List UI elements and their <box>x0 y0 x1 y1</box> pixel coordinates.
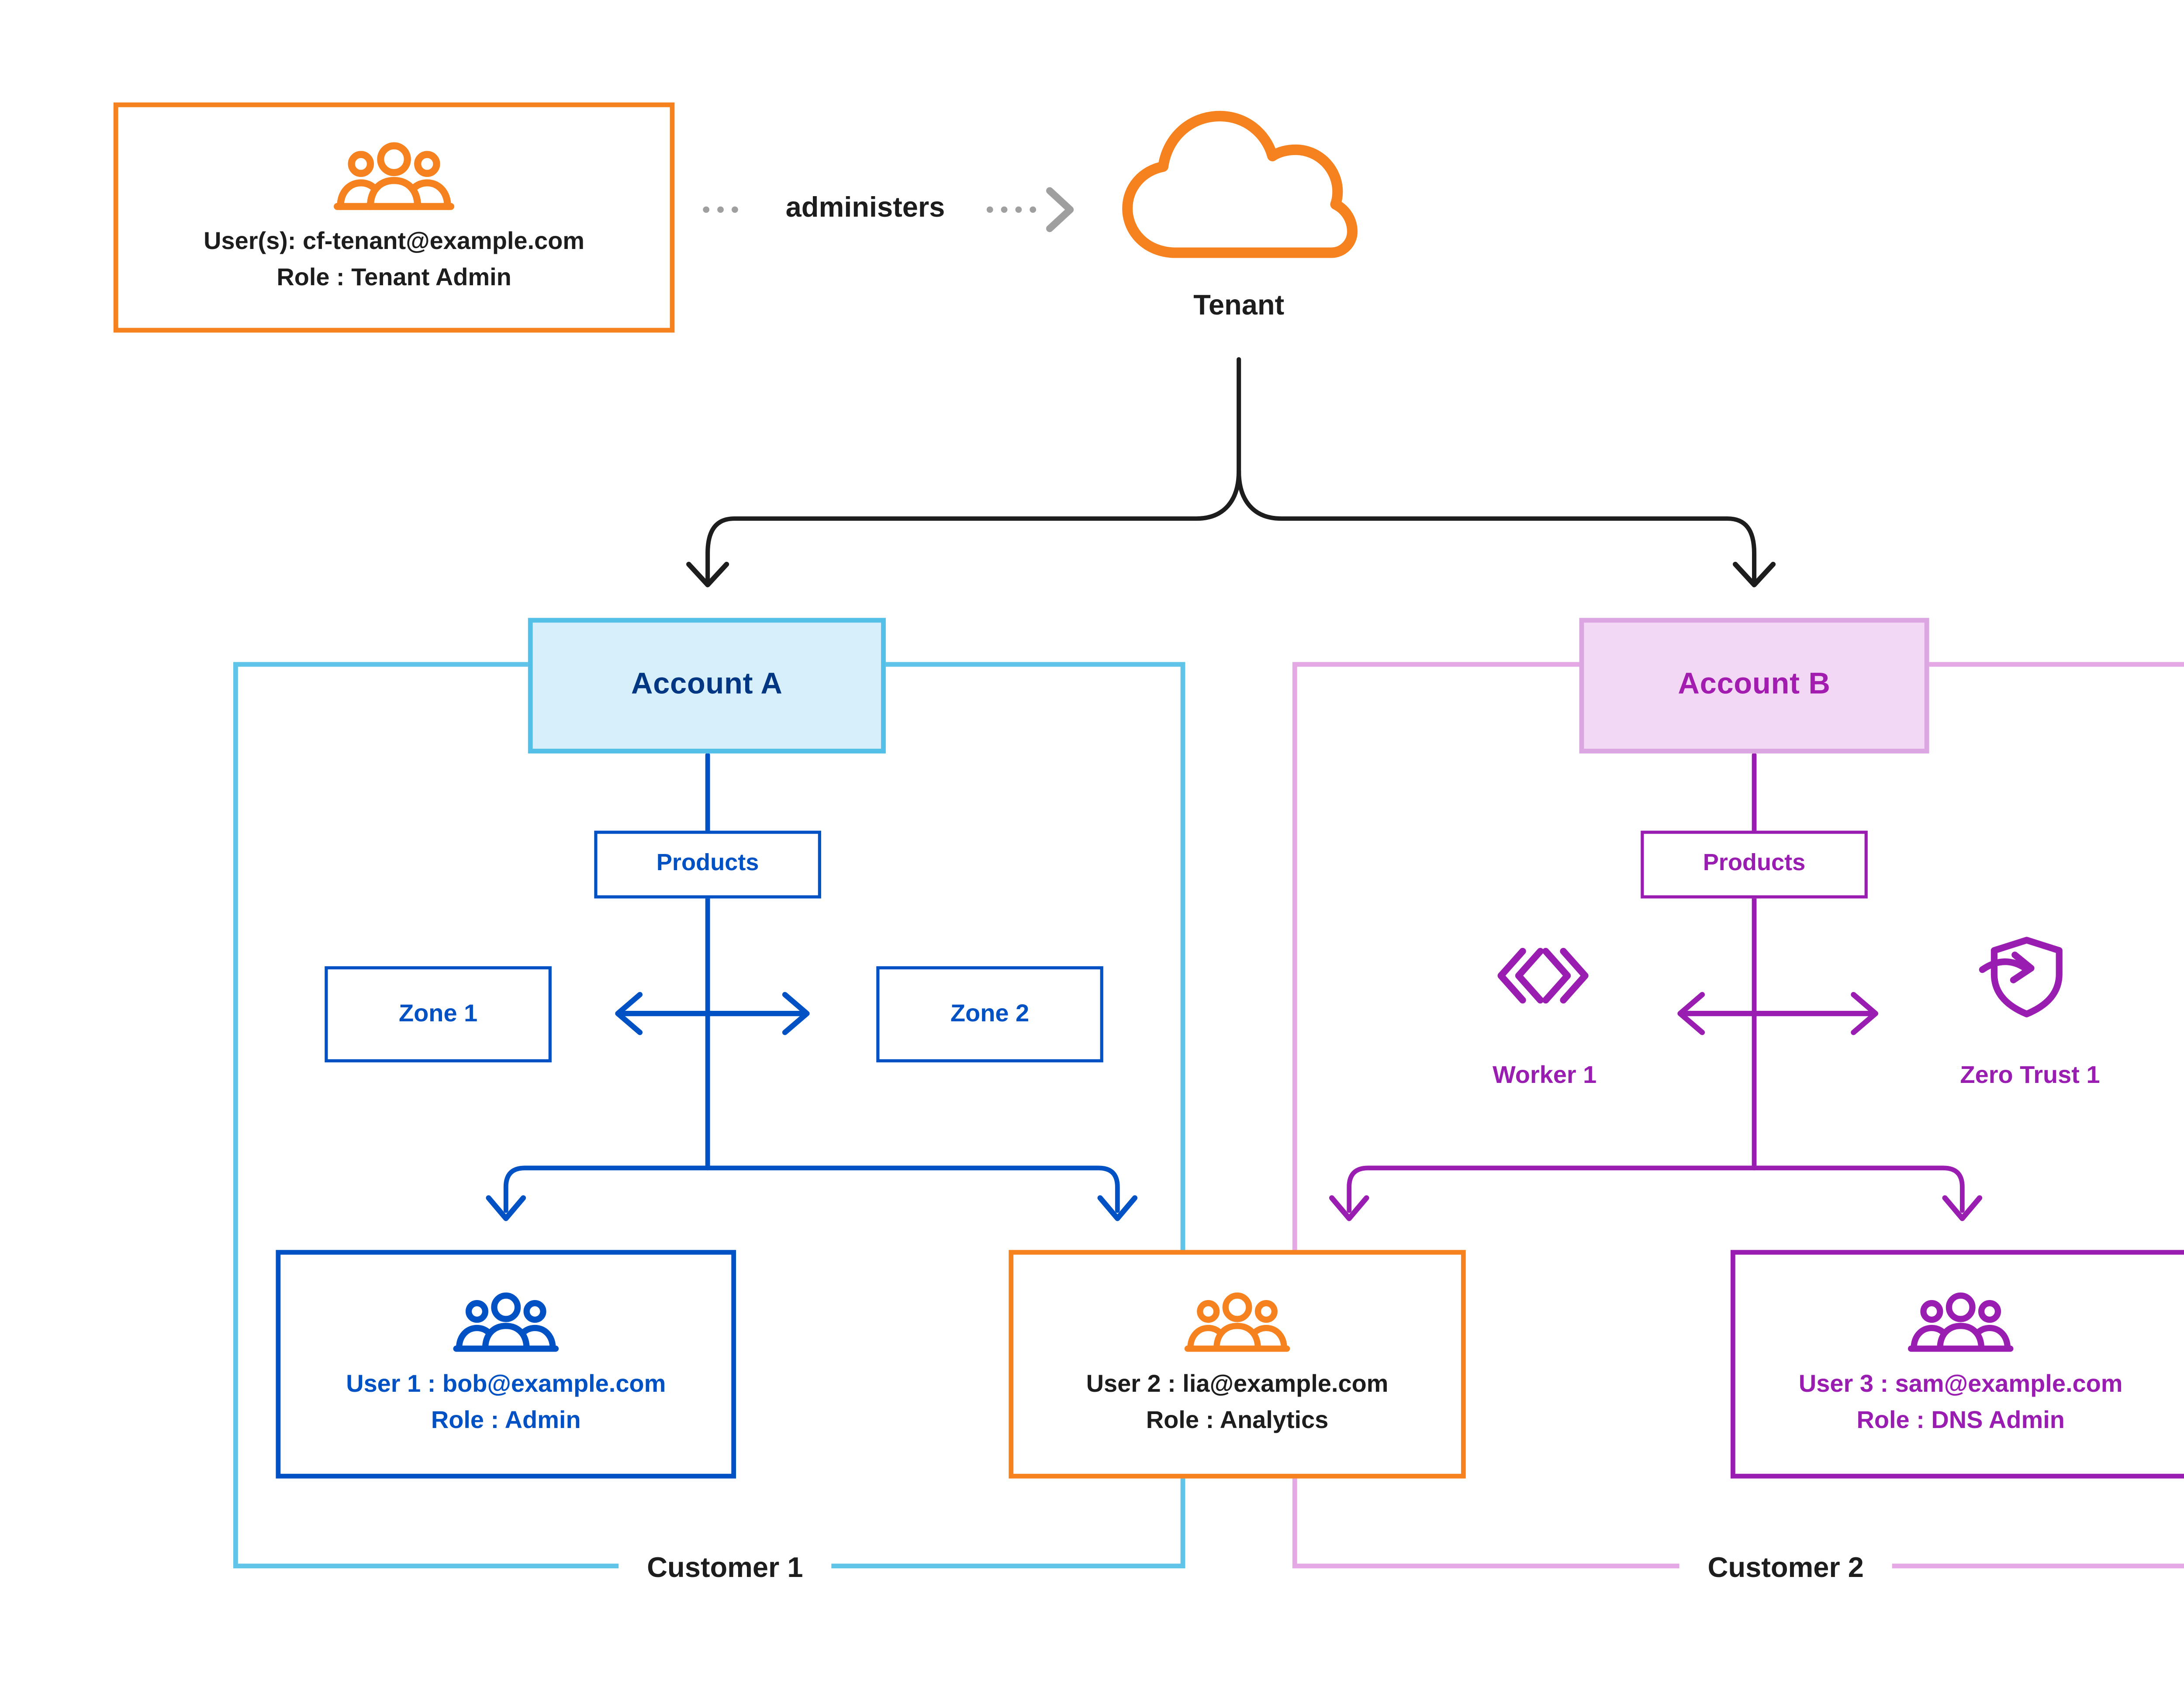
worker-icon <box>1494 930 1592 1021</box>
user2-box: User 2 : lia@example.com Role : Analytic… <box>1009 1250 1466 1479</box>
zone2-box: Zone 2 <box>876 966 1103 1062</box>
zero-trust-icon <box>1977 927 2071 1021</box>
account-a-products-label: Products <box>656 850 759 877</box>
user1-box: User 1 : bob@example.com Role : Admin <box>276 1250 736 1479</box>
user2-role-line: Role : Analytics <box>1146 1407 1329 1435</box>
users-icon <box>453 1292 559 1352</box>
account-b-box: Account B <box>1579 618 1929 754</box>
user3-email-line: User 3 : sam@example.com <box>1798 1371 2123 1398</box>
users-icon <box>1908 1292 2014 1352</box>
account-a-products-box: Products <box>594 830 821 899</box>
customer2-label: Customer 2 <box>1679 1549 1892 1588</box>
tenant-admin-box: User(s): cf-tenant@example.com Role : Te… <box>113 102 675 333</box>
user1-role-line: Role : Admin <box>431 1407 581 1435</box>
administers-label: administers <box>785 191 945 223</box>
user3-role-line: Role : DNS Admin <box>1856 1407 2065 1435</box>
users-icon <box>334 142 455 210</box>
tenant-branch-connector <box>686 357 1776 588</box>
users-icon <box>1184 1292 1290 1352</box>
worker-label: Worker 1 <box>1492 1062 1597 1089</box>
zero-trust-label: Zero Trust 1 <box>1960 1062 2100 1089</box>
account-b-products-label: Products <box>1703 850 1806 877</box>
account-b-products-box: Products <box>1641 830 1868 899</box>
account-a-box: Account A <box>528 618 886 754</box>
zone1-box: Zone 1 <box>325 966 552 1062</box>
zone1-label: Zone 1 <box>398 1000 478 1028</box>
user3-box: User 3 : sam@example.com Role : DNS Admi… <box>1730 1250 2184 1479</box>
account-a-title: Account A <box>631 668 783 701</box>
tenant-label: Tenant <box>1193 289 1285 321</box>
account-b-title: Account B <box>1678 668 1831 701</box>
tenant-cloud-icon <box>1113 98 1365 277</box>
tenant-admin-role-line: Role : Tenant Admin <box>276 265 511 292</box>
user1-email-line: User 1 : bob@example.com <box>346 1371 666 1398</box>
tenant-admin-users-line: User(s): cf-tenant@example.com <box>204 228 585 255</box>
user2-email-line: User 2 : lia@example.com <box>1086 1371 1389 1398</box>
customer1-label: Customer 1 <box>619 1549 832 1588</box>
zone2-label: Zone 2 <box>950 1000 1030 1028</box>
